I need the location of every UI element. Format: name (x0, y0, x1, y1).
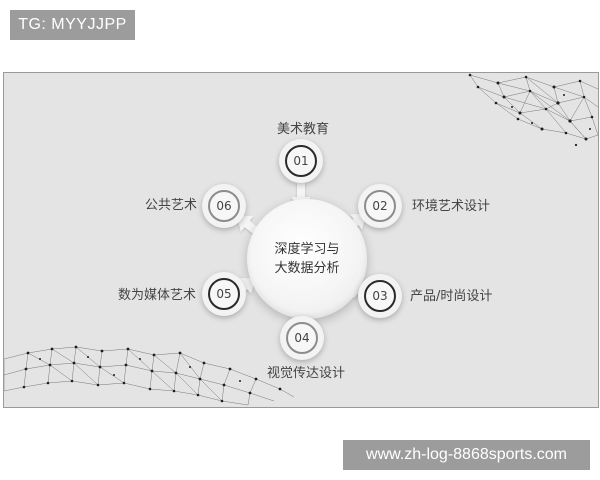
node-05-label: 数为媒体艺术 (118, 288, 197, 303)
center-title: 深度学习与 大数据分析 (262, 240, 352, 278)
node-02-number: 02 (364, 190, 396, 222)
node-04-label: 视觉传达设计 (267, 366, 346, 381)
center-title-line1: 深度学习与 (274, 242, 340, 257)
node-06-number: 06 (208, 190, 240, 222)
center-title-line2: 大数据分析 (274, 261, 340, 276)
center-hub: 深度学习与 大数据分析 (247, 199, 367, 319)
node-04-number: 04 (286, 322, 318, 354)
node-02: 02 (358, 184, 402, 228)
node-03-number: 03 (364, 280, 396, 312)
node-05-number: 05 (208, 278, 240, 310)
node-06-label: 公共艺术 (145, 198, 198, 213)
node-02-label: 环境艺术设计 (412, 199, 491, 214)
footer-url-banner: www.zh-log-8868sports.com (343, 440, 590, 470)
node-01-number: 01 (285, 145, 317, 177)
node-06: 06 (202, 184, 246, 228)
node-03: 03 (358, 274, 402, 318)
node-05: 05 (202, 272, 246, 316)
header-tag: TG: MYYJJPP (10, 10, 135, 40)
diagram-slide: 深度学习与 大数据分析 01 美术教育 02 环境艺术设计 03 产品/时尚设计… (3, 72, 599, 408)
network-decoration-top-right (468, 73, 598, 147)
node-01-label: 美术教育 (277, 122, 330, 137)
node-01: 01 (279, 139, 323, 183)
network-decoration-bottom-left (4, 345, 294, 406)
node-03-label: 产品/时尚设计 (410, 289, 493, 304)
node-04: 04 (280, 316, 324, 360)
